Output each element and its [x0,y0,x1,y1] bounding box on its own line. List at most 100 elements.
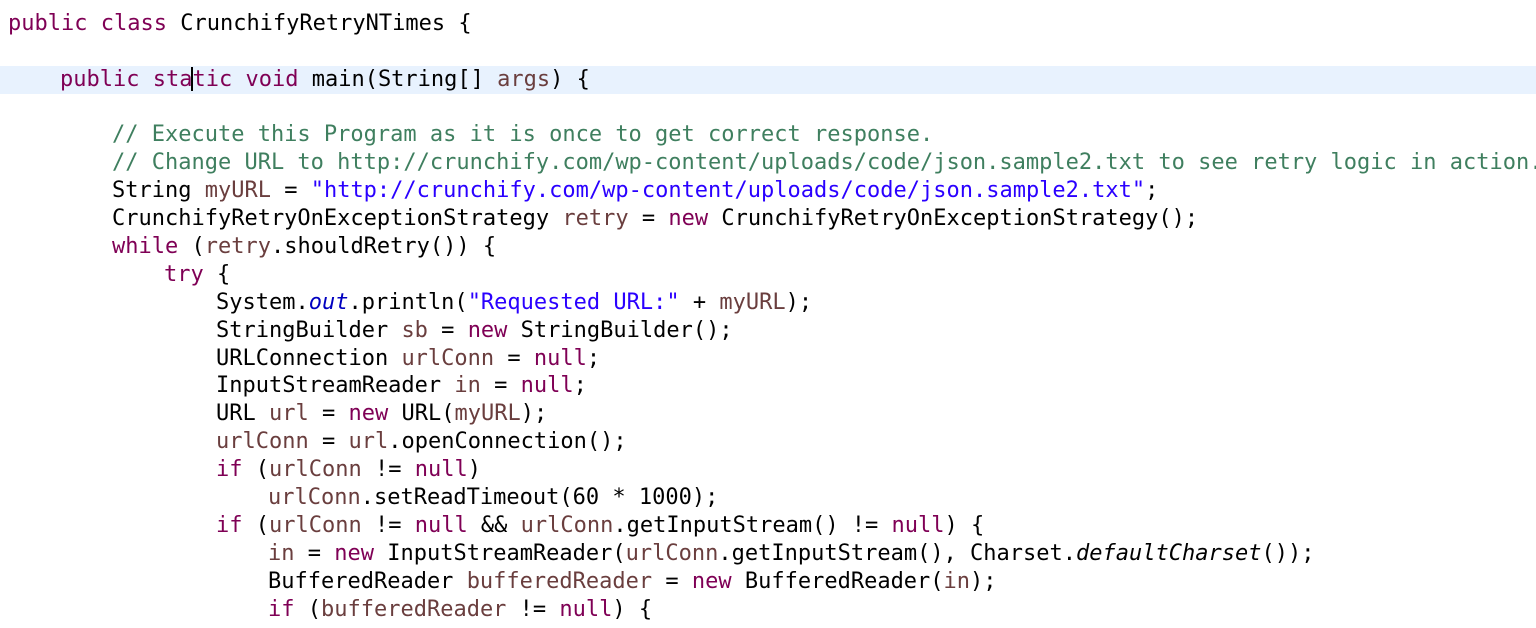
code-line[interactable]: System.out.println("Requested URL:" + my… [0,289,1536,317]
code-token: String [112,178,205,203]
code-line[interactable]: while (retry.shouldRetry()) { [0,233,1536,261]
code-token: = [308,401,349,426]
code-line[interactable]: CrunchifyRetryOnExceptionStrategy retry … [0,205,1536,233]
code-token: public [8,11,88,36]
code-line-text: BufferedReader bufferedReader = new Buff… [268,568,997,596]
code-token: in [454,373,481,398]
code-token: ( [242,513,269,538]
code-token: "Requested URL:" [467,290,680,315]
code-line-text: urlConn = url.openConnection(); [216,428,627,456]
code-token: BufferedReader [268,569,467,594]
code-line-text: URL url = new URL(myURL); [216,400,547,428]
code-line-text: CrunchifyRetryOnExceptionStrategy retry … [112,205,1198,233]
code-token: StringBuilder(); [507,318,733,343]
code-token: null [533,346,587,371]
code-token: out [308,290,349,315]
code-token: StringBuilder [216,318,402,343]
code-token: "http://crunchify.com/wp-content/uploads… [310,178,1146,203]
code-token: URL [216,401,269,426]
code-token: URLConnection [216,346,402,371]
code-token: in [268,541,295,566]
code-token: .setReadTimeout(60 * 1000); [360,485,719,510]
code-line[interactable]: String myURL = "http://crunchify.com/wp-… [0,177,1536,205]
code-token: = [308,429,349,454]
code-token: // Execute this Program as it is once to… [112,122,934,147]
code-line[interactable]: if (urlConn != null) [0,456,1536,484]
code-token: new [668,206,709,231]
code-token: .openConnection(); [388,429,627,454]
code-line[interactable]: // Change URL to http://crunchify.com/wp… [0,149,1536,177]
code-line-text: URLConnection urlConn = null; [216,345,600,373]
code-line[interactable]: URLConnection urlConn = null; [0,345,1536,373]
text-cursor [191,67,194,91]
code-token: = [480,373,521,398]
code-token: = [628,206,669,231]
code-line[interactable] [0,38,1536,66]
code-token: != [506,597,560,622]
code-line[interactable]: if (bufferedReader != null) { [0,596,1536,624]
code-token: bufferedReader [321,597,507,622]
code-token: != [361,513,415,538]
code-line[interactable]: StringBuilder sb = new StringBuilder(); [0,317,1536,345]
code-token: null [414,457,468,482]
code-token: ) { [612,597,653,622]
code-token: InputStreamReader( [374,541,626,566]
code-line[interactable]: if (urlConn != null && urlConn.getInputS… [0,512,1536,540]
code-token: new [691,569,732,594]
code-token: args [497,67,551,92]
code-line-text: while (retry.shouldRetry()) { [112,233,496,261]
code-token: = [294,541,335,566]
code-token: myURL [204,178,271,203]
code-line[interactable]: InputStreamReader in = null; [0,372,1536,400]
code-token: new [467,318,508,343]
code-token: .getInputStream() != [613,513,892,538]
code-token: while [112,234,179,259]
code-token: retry [204,234,271,259]
code-token: .shouldRetry()) { [270,234,497,259]
code-token: urlConn [269,513,362,538]
code-line[interactable]: // Execute this Program as it is once to… [0,121,1536,149]
code-line-text: if (urlConn != null && urlConn.getInputS… [216,512,984,540]
code-token: new [348,401,389,426]
code-token: if [216,513,243,538]
code-token: tic [192,67,233,92]
code-token: CrunchifyRetryOnExceptionStrategy [112,206,563,231]
code-token: urlConn [216,429,309,454]
code-line[interactable]: URL url = new URL(myURL); [0,400,1536,428]
code-token: System. [216,290,309,315]
code-token: { [203,262,231,287]
code-token: CrunchifyRetryNTimes { [166,11,472,36]
code-token: CrunchifyRetryOnExceptionStrategy(); [708,206,1199,231]
code-line[interactable]: in = new InputStreamReader(urlConn.getIn… [0,540,1536,568]
code-token: urlConn [520,513,614,538]
code-token: null [891,513,945,538]
code-line[interactable]: urlConn = url.openConnection(); [0,428,1536,456]
code-token: urlConn [269,457,362,482]
code-line-text: in = new InputStreamReader(urlConn.getIn… [268,540,1314,568]
code-token: URL( [388,401,455,426]
code-line-text: if (bufferedReader != null) { [268,596,652,624]
code-token: new [334,541,374,566]
code-line[interactable]: try { [0,261,1536,289]
code-token: // Change URL to http://crunchify.com/wp… [112,150,1536,175]
code-token: && [467,513,521,538]
code-line-text: // Change URL to http://crunchify.com/wp… [112,149,1536,177]
code-line[interactable]: urlConn.setReadTimeout(60 * 1000); [0,484,1536,512]
code-line-text: String myURL = "http://crunchify.com/wp-… [112,177,1158,205]
code-token: InputStreamReader [216,373,455,398]
code-token: main(String[] [298,67,498,92]
code-token: in [943,569,971,594]
code-line-text: public class CrunchifyRetryNTimes { [8,10,472,38]
code-token: null [559,597,613,622]
code-token: + [679,290,720,315]
code-token: ( [178,234,205,259]
code-line[interactable]: public class CrunchifyRetryNTimes { [0,10,1536,38]
code-token: .println( [348,290,468,315]
code-line[interactable]: BufferedReader bufferedReader = new Buff… [0,568,1536,596]
code-token: ( [294,597,321,622]
code-line[interactable] [0,94,1536,122]
code-line-text: StringBuilder sb = new StringBuilder(); [216,317,733,345]
current-code-line[interactable]: public static void main(String[] args) { [0,66,1536,94]
code-token: myURL [454,401,521,426]
